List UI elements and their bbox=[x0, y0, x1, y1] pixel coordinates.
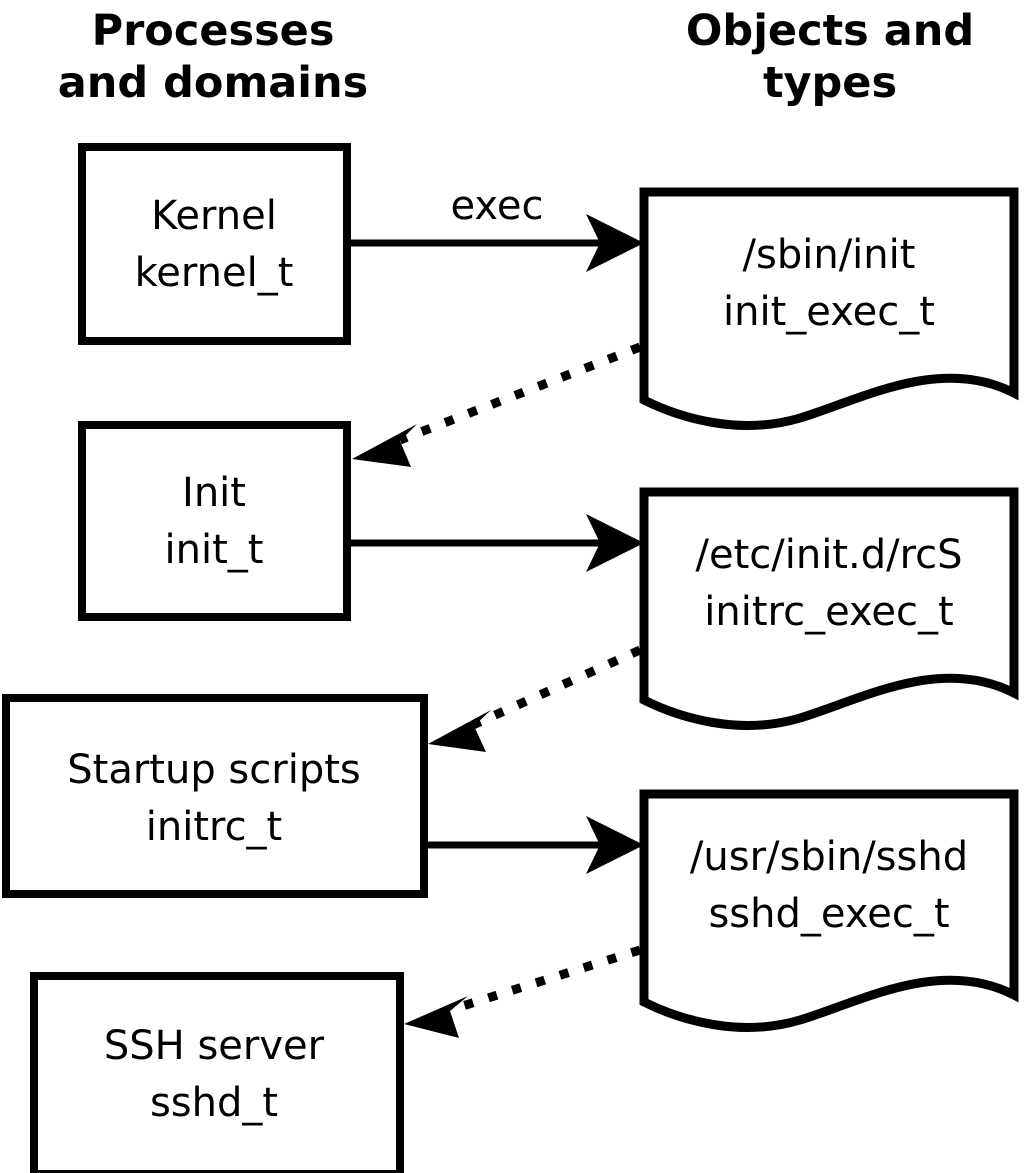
node-usr-sbin-sshd-document-shape[interactable] bbox=[639, 789, 1019, 1032]
edge-sshd-exec-to-sshd-arrowhead bbox=[404, 996, 468, 1038]
edge-sshd-exec-to-sshd bbox=[404, 945, 642, 1038]
node-usr-sbin-sshd[interactable]: /usr/sbin/sshd sshd_exec_t bbox=[639, 789, 1019, 1032]
node-startup-scripts-line2: initrc_t bbox=[146, 804, 283, 850]
node-etc-initd-rcs-line2: initrc_exec_t bbox=[704, 589, 953, 635]
edge-initrc-to-sshd-exec-arrowhead bbox=[586, 816, 644, 874]
node-etc-initd-rcs-document-shape[interactable] bbox=[639, 487, 1019, 730]
edge-init-exec-to-init-arrowhead bbox=[352, 424, 417, 467]
header-objects-line2: types bbox=[763, 58, 897, 108]
node-sbin-init-document-shape[interactable] bbox=[639, 187, 1019, 430]
edge-init-to-initrc-exec-arrowhead bbox=[586, 514, 644, 572]
node-startup-scripts[interactable]: Startup scripts initrc_t bbox=[2, 694, 428, 898]
column-header-processes: Processes and domains bbox=[58, 6, 368, 108]
edge-init-exec-to-init bbox=[352, 342, 642, 467]
node-init-box[interactable] bbox=[78, 421, 351, 621]
node-init-line2: init_t bbox=[165, 527, 264, 573]
column-header-objects: Objects and types bbox=[686, 6, 974, 108]
node-init-line1: Init bbox=[182, 470, 246, 516]
node-startup-scripts-line1: Startup scripts bbox=[67, 747, 360, 793]
node-kernel-line2: kernel_t bbox=[135, 250, 294, 296]
edge-label-exec: exec bbox=[451, 183, 544, 229]
node-kernel-box[interactable] bbox=[78, 143, 351, 345]
edge-initrc-exec-to-initrc bbox=[428, 645, 642, 752]
node-startup-scripts-box[interactable] bbox=[2, 694, 428, 898]
node-ssh-server-line2: sshd_t bbox=[150, 1080, 278, 1126]
edge-init-exec-to-init-line bbox=[398, 342, 642, 445]
node-init[interactable]: Init init_t bbox=[78, 421, 351, 621]
header-objects-line1: Objects and bbox=[686, 6, 974, 56]
node-sbin-init-line2: init_exec_t bbox=[723, 289, 935, 335]
node-usr-sbin-sshd-line2: sshd_exec_t bbox=[708, 891, 949, 937]
edge-sshd-exec-to-sshd-line bbox=[448, 945, 642, 1015]
edge-initrc-exec-to-initrc-line bbox=[471, 645, 642, 730]
node-ssh-server-box[interactable] bbox=[30, 972, 404, 1173]
node-sbin-init-line1: /sbin/init bbox=[743, 232, 916, 278]
header-processes-line2: and domains bbox=[58, 58, 368, 108]
edge-initrc-exec-to-initrc-arrowhead bbox=[428, 710, 491, 752]
edge-initrc-to-sshd-exec bbox=[428, 816, 644, 874]
node-kernel[interactable]: Kernel kernel_t bbox=[78, 143, 351, 345]
node-ssh-server-line1: SSH server bbox=[104, 1023, 325, 1069]
node-ssh-server[interactable]: SSH server sshd_t bbox=[30, 972, 404, 1173]
node-kernel-line1: Kernel bbox=[151, 193, 277, 239]
node-etc-initd-rcs[interactable]: /etc/init.d/rcS initrc_exec_t bbox=[639, 487, 1019, 730]
edge-kernel-to-init-exec: exec bbox=[350, 183, 644, 272]
node-etc-initd-rcs-line1: /etc/init.d/rcS bbox=[695, 532, 962, 578]
edge-init-to-initrc-exec bbox=[350, 514, 644, 572]
node-sbin-init[interactable]: /sbin/init init_exec_t bbox=[639, 187, 1019, 430]
edge-kernel-to-init-exec-arrowhead bbox=[586, 214, 644, 272]
node-usr-sbin-sshd-line1: /usr/sbin/sshd bbox=[690, 834, 968, 880]
header-processes-line1: Processes bbox=[92, 6, 335, 56]
